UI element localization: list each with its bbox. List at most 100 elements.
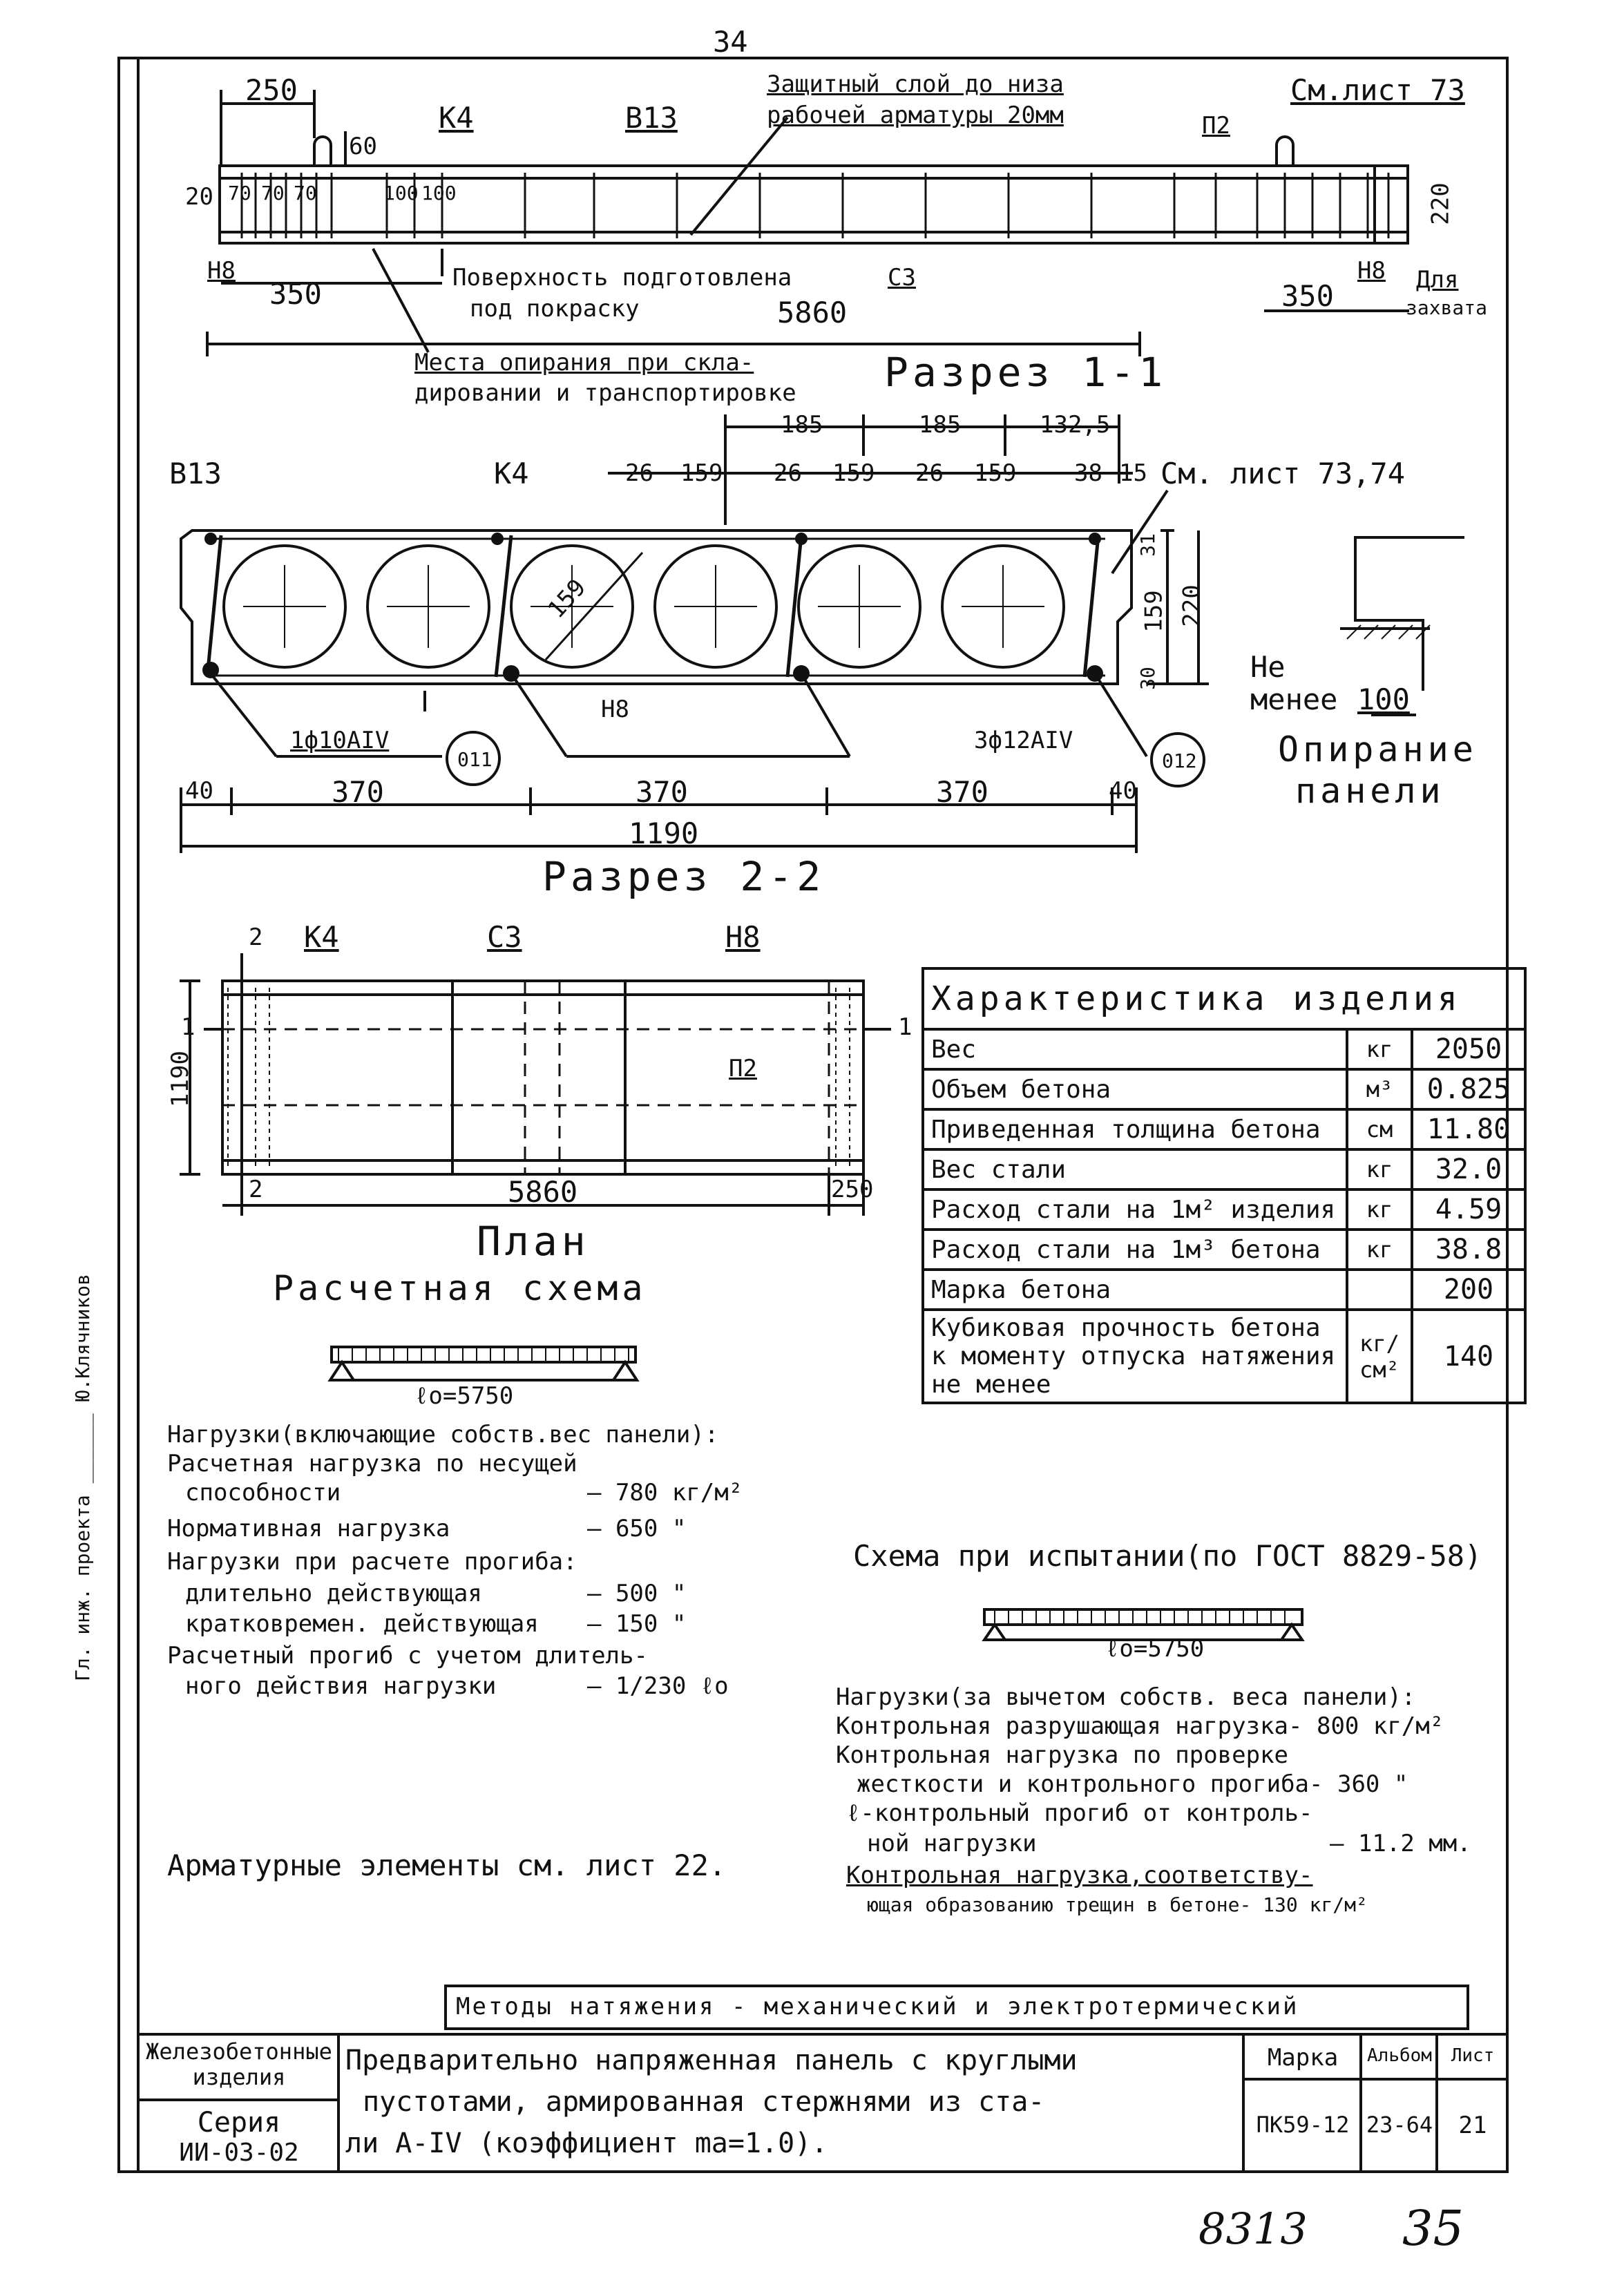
dim-370-b: 370 <box>636 775 688 809</box>
spec-unit: м³ <box>1346 1068 1413 1111</box>
see-sheet-73-74: См. лист 73,74 <box>1160 457 1406 490</box>
test-line-7: ющая образованию трещин в бетоне- 130 кг… <box>867 1893 1368 1916</box>
rebar-note: Арматурные элементы см. лист 22. <box>167 1848 727 1882</box>
calc-beam <box>330 1346 637 1364</box>
not-less-value: 100 <box>1357 682 1410 716</box>
sheet-number: 35 <box>1402 2200 1464 2257</box>
calc-loads-head: Нагрузки(включающие собств.вес панели): <box>167 1421 719 1449</box>
spec-value: 4.59 <box>1411 1188 1527 1231</box>
spec-value: 140 <box>1411 1308 1527 1404</box>
calc-val-4: – 500 " <box>587 1580 687 1607</box>
plan-mark-2-bottom: 2 <box>249 1176 263 1203</box>
dim-38: 38 <box>1074 459 1102 487</box>
plan-mark-1-left: 1 <box>181 1013 195 1041</box>
spec-name: Вес <box>921 1028 1348 1071</box>
lifting-loop-right <box>1275 135 1295 166</box>
spec-value: 32.0 <box>1411 1148 1527 1191</box>
lifting-loop-left <box>313 135 332 166</box>
category-label: Железобетонные изделия <box>146 2038 332 2090</box>
test-line-4: ℓ-контрольный прогиб от контроль- <box>846 1799 1313 1827</box>
test-line-2: Контрольная нагрузка по проверке <box>836 1741 1289 1769</box>
label-k4: К4 <box>494 457 529 490</box>
dim-370-a: 370 <box>332 775 384 809</box>
dim-26-a: 26 <box>625 459 653 487</box>
dim-26-b: 26 <box>774 459 802 487</box>
dim-100-b: 100 <box>421 182 457 204</box>
note-grip: Для <box>1416 266 1459 294</box>
plan-dim-1190: 1190 <box>166 1051 194 1107</box>
dim-350-right: 350 <box>1281 279 1334 313</box>
plan-mark-2-top: 2 <box>249 924 263 951</box>
spec-value: 11.80 <box>1411 1108 1527 1151</box>
calc-line-1b: способности <box>185 1479 341 1507</box>
dim-159-vertical: 159 <box>1140 590 1168 633</box>
section-1-title: Разрез 1-1 <box>884 349 1167 396</box>
description-2: пустотами, армированная стержнями из ста… <box>363 2086 1045 2118</box>
dim-250: 250 <box>245 73 298 107</box>
calc-line-6: Расчетный прогиб с учетом длитель- <box>167 1642 648 1670</box>
spec-unit: кг <box>1346 1228 1413 1271</box>
spec-name: Приведенная толщина бетона <box>921 1108 1348 1151</box>
dim-350-left: 350 <box>269 277 322 311</box>
test-scheme-title: Схема при испытании(по ГОСТ 8829-58) <box>853 1539 1482 1573</box>
spec-unit: см <box>1346 1108 1413 1151</box>
dim-30: 30 <box>1136 667 1159 690</box>
dim-159-b: 159 <box>832 459 875 487</box>
table-row: Марка бетона 200 <box>921 1268 1527 1311</box>
spec-value: 0.825 <box>1411 1068 1527 1111</box>
dim-132-5: 132,5 <box>1040 411 1111 439</box>
dim-220: 220 <box>1426 182 1455 225</box>
series-value: ИИ-03-02 <box>179 2139 299 2167</box>
note-support-2: дировании и транспортировке <box>414 379 796 407</box>
table-row: Кубиковая прочность бетона к моменту отп… <box>921 1308 1527 1404</box>
spec-name: Расход стали на 1м² изделия <box>921 1188 1348 1231</box>
spec-name: Кубиковая прочность бетона к моменту отп… <box>921 1308 1348 1404</box>
sheet-label: Лист <box>1451 2045 1495 2066</box>
plan-mark-1-right: 1 <box>898 1013 913 1041</box>
calc-line-1: Расчетная нагрузка по несущей <box>167 1450 577 1478</box>
test-beam <box>983 1608 1303 1626</box>
calc-scheme-title: Расчетная схема <box>273 1268 647 1308</box>
spec-unit: кг <box>1346 1028 1413 1071</box>
methods-label: Методы натяжения - механический и электр… <box>456 1993 1299 2020</box>
note-cover-2: рабочей арматуры 20мм <box>767 102 1064 129</box>
spec-name: Вес стали <box>921 1148 1348 1191</box>
note-support: Места опирания при скла- <box>414 349 754 376</box>
spec-name: Марка бетона <box>921 1268 1348 1311</box>
see-sheet-73: См.лист 73 <box>1290 73 1465 107</box>
spec-value: 200 <box>1411 1268 1527 1311</box>
bubble-012 <box>1150 732 1205 787</box>
description-1: Предварительно напряженная панель с круг… <box>345 2045 1078 2076</box>
note-surface: Поверхность подготовлена <box>452 264 792 291</box>
mark-label: Марка <box>1267 2044 1339 2072</box>
album-label: Альбом <box>1367 2045 1432 2066</box>
calc-line-4: длительно действующая <box>185 1580 482 1607</box>
series-label: Серия <box>197 2107 281 2139</box>
calc-val-6: – 1/230 ℓo <box>587 1672 729 1700</box>
dim-60: 60 <box>349 133 377 160</box>
spec-value: 38.8 <box>1411 1228 1527 1271</box>
test-span: ℓo=5750 <box>1105 1635 1205 1663</box>
plan-dim-250: 250 <box>831 1176 874 1203</box>
beam-stirrups <box>240 173 1390 238</box>
label-n8-right: Н8 <box>1357 257 1386 285</box>
sheet-value: 21 <box>1458 2112 1487 2139</box>
dim-370-c: 370 <box>936 775 988 809</box>
note-grip-2: захвата <box>1406 296 1488 319</box>
not-less-label: Не <box>1250 650 1286 684</box>
handwritten-number: 8313 <box>1198 2203 1308 2254</box>
bubble-011-label: 011 <box>457 748 493 771</box>
dim-40-left: 40 <box>185 777 213 805</box>
dim-185-a: 185 <box>781 411 823 439</box>
mark-value: ПК59-12 <box>1256 2112 1350 2138</box>
calc-val-2: – 650 " <box>587 1515 687 1542</box>
test-line-5: ной нагрузки <box>867 1830 1037 1857</box>
test-line-6: Контрольная нагрузка,соответству- <box>846 1862 1313 1889</box>
methods-box <box>444 1985 1469 2030</box>
